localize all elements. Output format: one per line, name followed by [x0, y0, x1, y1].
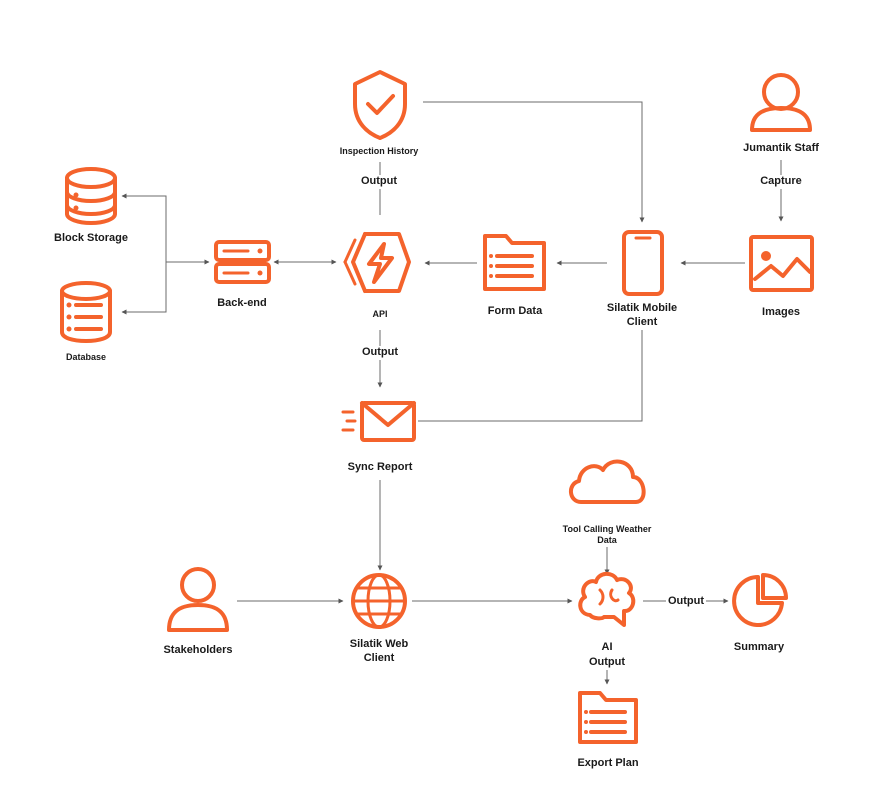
api-gateway-icon [343, 232, 411, 293]
mail-send-icon [341, 401, 416, 442]
shield-check-icon [353, 70, 407, 140]
image-icon [749, 235, 814, 292]
edge-inspection-to-mobile [423, 101, 645, 223]
weather-label: Tool Calling Weather Data [560, 524, 654, 547]
inspection-output-label: Output [358, 175, 400, 189]
stakeholders-label: Stakeholders [161, 644, 235, 658]
pie-chart-icon [732, 573, 788, 627]
capture-label: Capture [758, 175, 804, 189]
export-plan-label: Export Plan [575, 757, 641, 771]
form-data-label: Form Data [485, 305, 545, 319]
server-icon [214, 240, 271, 284]
weather-label-line2: Data [597, 535, 617, 546]
mobile-client-label-line1: Silatik Mobile [606, 302, 678, 314]
summary-label: Summary [731, 641, 787, 655]
summary-output-label: Output [665, 595, 707, 609]
ai-label: AI [599, 641, 615, 655]
images-label: Images [760, 306, 802, 320]
user-icon-stakeholders [167, 567, 229, 632]
inspection-history-label: Inspection History [337, 146, 421, 158]
block-storage-label: Block Storage [52, 232, 130, 246]
web-client-label-line1: Silatik Web [349, 638, 409, 650]
web-client-label: Silatik Web Client [347, 638, 411, 666]
mobile-client-label: Silatik Mobile Client [604, 302, 680, 330]
sync-report-label: Sync Report [345, 461, 415, 475]
backend-label: Back-end [215, 297, 269, 311]
api-output-label: Output [359, 346, 401, 360]
user-icon-jumantik [750, 73, 812, 132]
folder-list-icon-export [578, 691, 638, 744]
web-client-label-line2: Client [363, 651, 395, 664]
database-icon [65, 167, 117, 225]
globe-icon [351, 573, 407, 629]
ai-output-label: Output [586, 656, 628, 670]
edge-backend-to-database [121, 262, 167, 315]
cloud-icon [569, 459, 646, 504]
brain-icon [578, 571, 636, 627]
folder-list-icon-formdata [483, 234, 546, 291]
mobile-client-label-line2: Client [626, 315, 658, 328]
edge-mobile-to-sync [418, 303, 643, 422]
smartphone-icon [622, 230, 664, 296]
weather-label-line1: Tool Calling Weather [562, 524, 652, 534]
database-list-icon [60, 281, 112, 343]
api-label: API [370, 309, 390, 321]
jumantik-staff-label: Jumantik Staff [741, 142, 821, 156]
edge-backend-to-storage [121, 193, 209, 263]
database-label: Database [63, 352, 109, 364]
